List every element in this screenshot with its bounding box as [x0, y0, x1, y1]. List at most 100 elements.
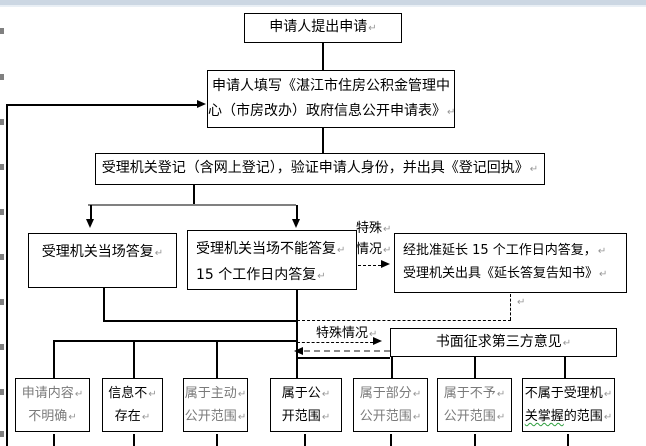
connector-stub-below-public [304, 434, 306, 446]
flow-box-extended-reply-line1: 经批准延长 15 个工作日内答复， [403, 243, 597, 258]
paragraph-mark: ↵ [237, 389, 247, 400]
flow-box-onsite-reply: 受理机关当场答复↵ [28, 233, 177, 288]
flow-box-extended-reply: 经批准延长 15 个工作日内答复，↵ 受理机关出具《延长答复告知书》↵ [394, 233, 627, 293]
connector-extended-down-dashed [510, 294, 511, 320]
connector-special-case-dashed [358, 265, 381, 266]
ruler-tick [0, 164, 4, 170]
arrowhead-into-onsite [86, 219, 94, 228]
connector-bus1-solid [103, 320, 297, 322]
special-case-label-line2: 情况↵ [356, 242, 392, 257]
ruler-tick [0, 389, 4, 395]
paragraph-mark: ↵ [529, 164, 539, 175]
top-page-edge-highlight [0, 5, 646, 7]
connector-stub-below-refuse [474, 434, 476, 446]
grammar-check-squiggle: 关掌握 [524, 409, 564, 424]
connector-to-onsite [90, 205, 92, 219]
arrowhead-third-party-return [294, 347, 303, 355]
connector-step1-step2 [322, 43, 324, 70]
flow-box-fill-form-line2: 心（市房改办）政府信息公开申请表》 [208, 103, 446, 119]
ruler-tick [0, 431, 4, 437]
paragraph-mark: ↵ [317, 271, 326, 282]
connector-bus1-dashed [297, 320, 511, 321]
paragraph-mark: ↵ [321, 412, 331, 423]
outcome-box-public-scope: 属于公↵ 开范围↵ [270, 378, 342, 432]
outcome-box-content-unclear: 申请内容↵ 不明确↵ [15, 378, 90, 432]
connector-special-case2-dashed [297, 342, 373, 343]
connector-stub-below-not-exist [133, 434, 135, 446]
connector-stub-below-proactive [216, 434, 218, 446]
flow-box-extended-reply-line2: 受理机关出具《延长答复告知书》 [403, 266, 599, 281]
paragraph-mark: ↵ [599, 269, 608, 280]
flow-box-delayed-reply: 受理机关当场不能答复↵ 15 个工作日内答复↵ [187, 230, 357, 290]
ruler-tick [0, 254, 4, 260]
paragraph-mark: ↵ [383, 224, 392, 235]
outcome-box-info-not-exist: 信息不↵ 存在↵ [102, 378, 163, 432]
outcome-box-partial-disclosure: 属于部分↵ 公开范围↵ [353, 378, 428, 432]
paragraph-mark: ↵ [237, 412, 247, 423]
flow-box-third-party-opinion: 书面征求第三方意见↵ [390, 328, 617, 357]
paragraph-mark: ↵ [154, 248, 164, 259]
connector-onsite-down [103, 288, 105, 321]
arrowhead-into-third-party [373, 337, 382, 345]
paragraph-mark: ↵ [148, 389, 157, 400]
ruler-tick [0, 209, 4, 215]
paragraph-mark: ↵ [368, 23, 377, 34]
connector-to-refuse [474, 357, 476, 380]
paragraph-mark: ↵ [74, 389, 84, 400]
paragraph-mark: ↵ [496, 389, 506, 400]
paragraph-mark: ↵ [412, 412, 422, 423]
paragraph-mark: ↵ [369, 329, 378, 340]
connector-delayed-down [296, 290, 298, 385]
flow-box-fill-form-line1: 申请人填写《湛江市住房公积金管理中 [212, 78, 450, 94]
flow-box-submit-application: 申请人提出申请↵ [244, 13, 402, 43]
connector-step3-stub [193, 185, 195, 204]
paragraph-mark: ↵ [597, 246, 607, 257]
paragraph-mark: ↵ [447, 107, 456, 118]
connector-to-not-exist [133, 340, 135, 381]
flow-box-register-verify: 受理机关登记（含网上登记），验证申请人身份，并出具《登记回执》↵ [95, 153, 545, 185]
connector-distribution-gray [88, 204, 296, 206]
flow-box-submit-application-label: 申请人提出申请 [269, 19, 368, 35]
outcome-box-refuse-disclosure: 属于不予↵ 公开范围↵ [437, 378, 512, 432]
connector-bus2-solid [53, 340, 297, 342]
ruler-tick [0, 299, 4, 305]
connector-stub-below-partial [390, 434, 392, 446]
flow-box-fill-form: 申请人填写《湛江市住房公积金管理中 心（市房改办）政府信息公开申请表》↵ [207, 70, 455, 128]
paragraph-mark: ↵ [337, 245, 346, 256]
paragraph-mark: ↵ [603, 412, 613, 423]
ruler-tick [0, 119, 4, 125]
paragraph-mark: ↵ [141, 412, 151, 423]
connector-to-not-held [564, 357, 566, 380]
connector-feedback-horizontal [6, 104, 198, 106]
flow-box-third-party-opinion-label: 书面征求第三方意见 [435, 334, 562, 350]
connector-to-delayed [296, 205, 298, 219]
outcome-box-proactive-disclosure: 属于主动↵ 公开范围↵ [183, 378, 248, 432]
arrowhead-into-fill-form [197, 100, 206, 108]
paragraph-mark: ↵ [412, 389, 422, 400]
ruler-tick [0, 74, 4, 80]
connector-feedback-vertical [6, 104, 8, 446]
connector-under-third-party [297, 357, 390, 359]
arrowhead-into-extended [381, 260, 390, 268]
paragraph-mark: ↵ [383, 245, 392, 256]
flow-box-onsite-reply-label: 受理机关当场答复 [41, 244, 154, 260]
arrowhead-into-delayed [292, 219, 300, 228]
connector-to-proactive [216, 340, 218, 381]
special-case-label-line1: 特殊↵ [356, 221, 392, 236]
connector-stub-below-unclear [53, 434, 55, 446]
flow-box-register-verify-label: 受理机关登记（含网上登记），验证申请人身份，并出具《登记回执》 [101, 160, 529, 176]
ruler-tick [0, 28, 4, 34]
paragraph-mark: ↵ [496, 412, 506, 423]
paragraph-mark: ↵ [562, 338, 572, 349]
outcome-box-not-held: 不属于受理机↵ 关掌握的范围↵ [522, 378, 615, 432]
top-page-edge [0, 0, 646, 5]
connector-to-partial [391, 357, 393, 380]
connector-to-unclear [53, 340, 55, 381]
special-case2-label: 特殊情况↵ [316, 326, 378, 341]
paragraph-mark: ↵ [517, 297, 526, 308]
connector-step2-step3 [322, 128, 324, 153]
paragraph-mark: ↵ [603, 389, 613, 400]
paragraph-mark: ↵ [68, 412, 77, 423]
flow-box-delayed-reply-line2: 15 个工作日内答复 [196, 267, 317, 283]
